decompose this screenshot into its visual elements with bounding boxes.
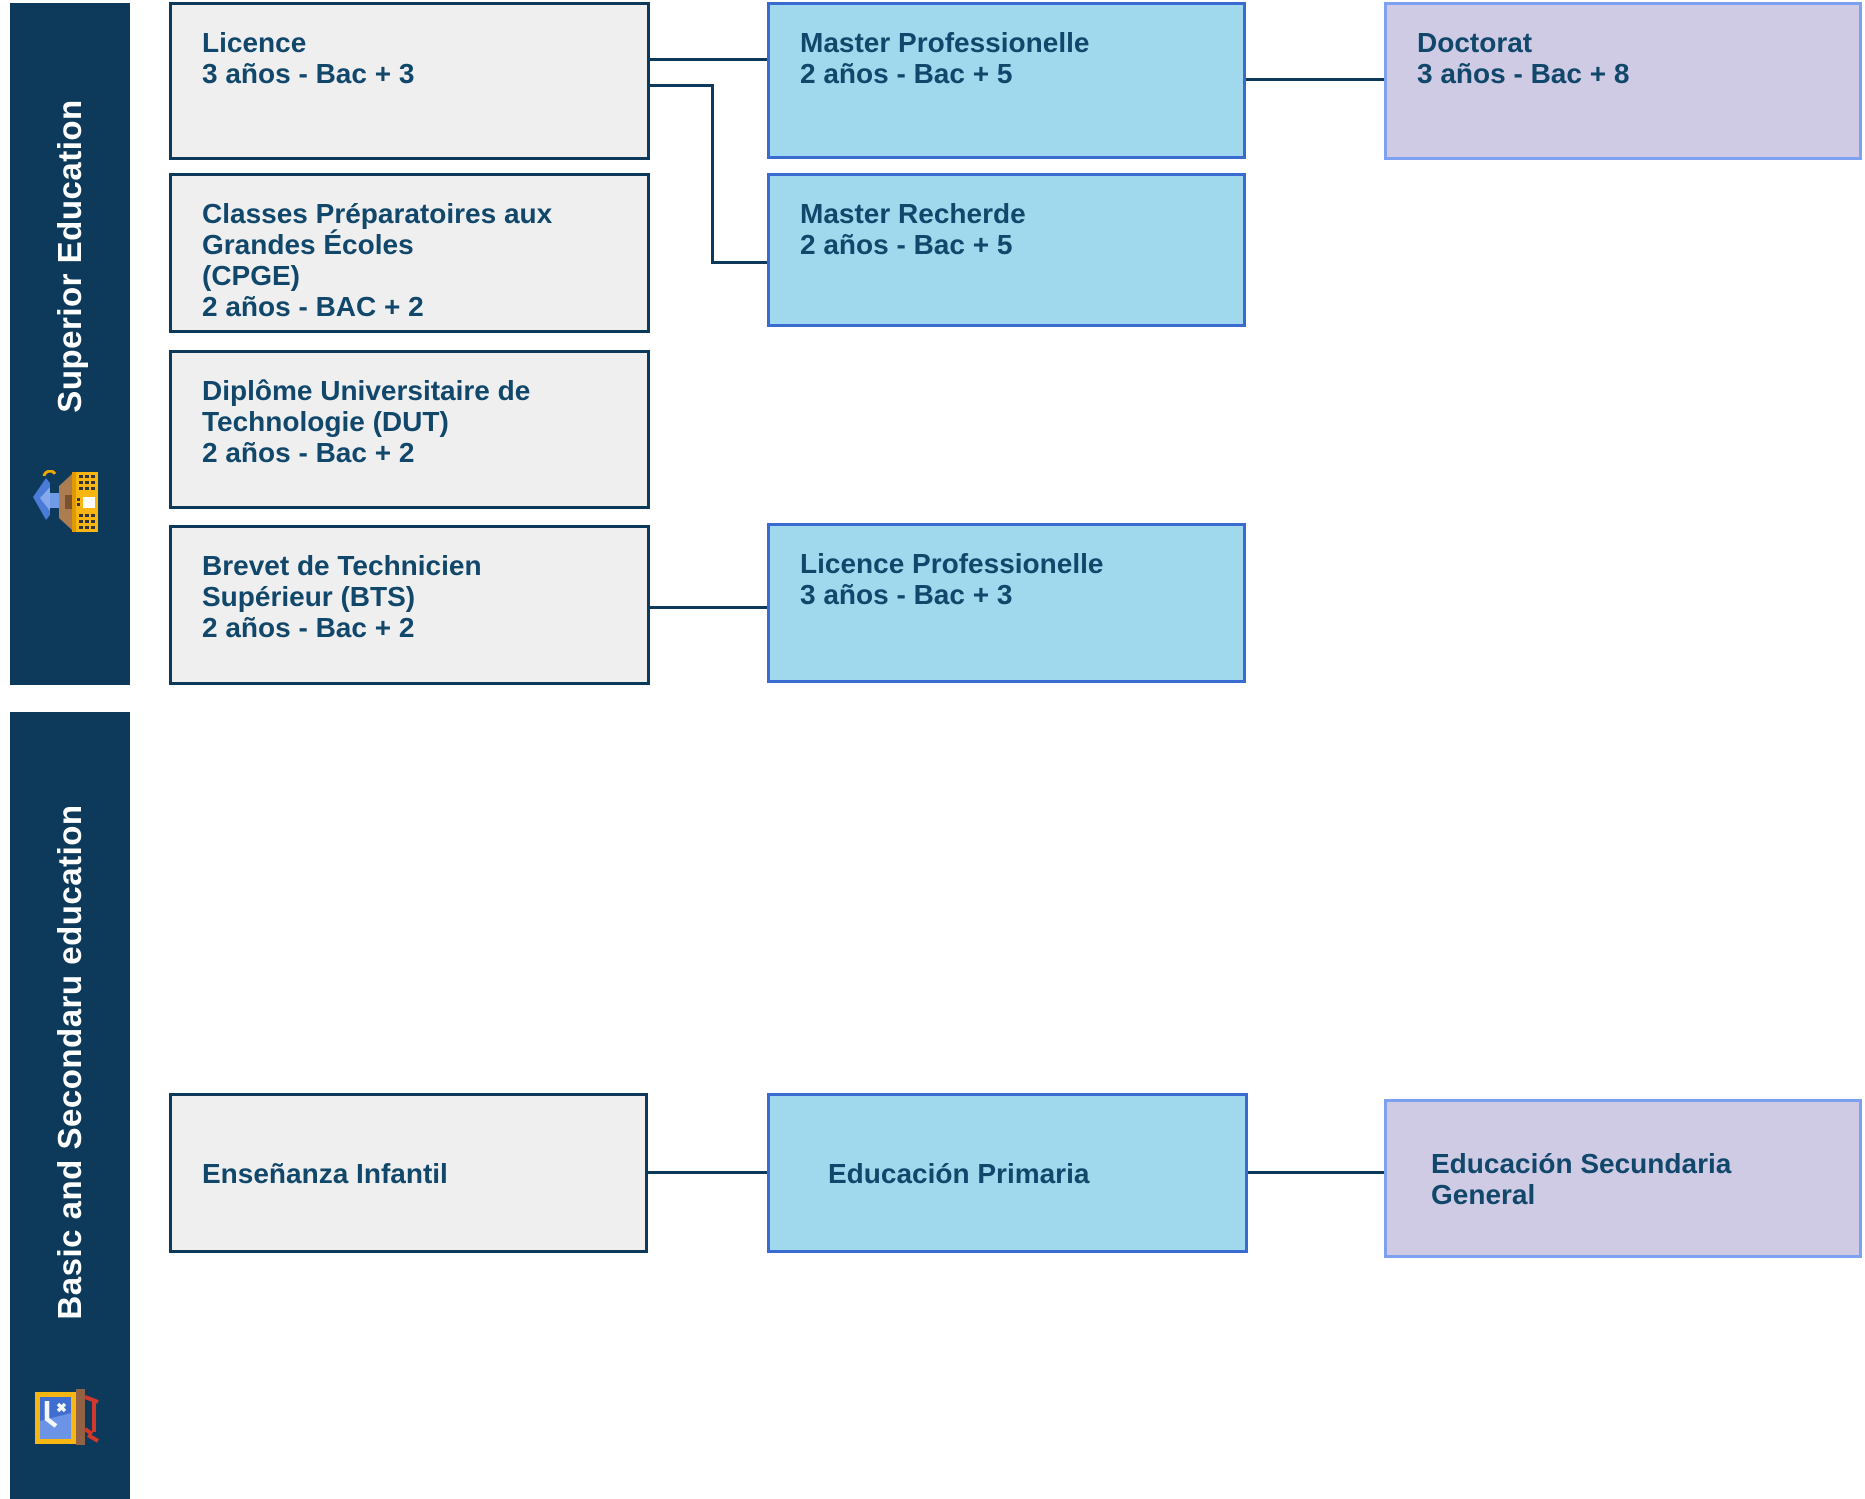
box-line: Doctorat xyxy=(1417,27,1533,58)
connector-licence-master-recherde-segment xyxy=(711,84,714,264)
box-line: Supérieur (BTS) xyxy=(202,581,416,612)
box-line: 3 años - Bac + 8 xyxy=(1417,58,1630,89)
box-line: 2 años - BAC + 2 xyxy=(202,291,424,322)
box-line: Technologie (DUT) xyxy=(202,406,449,437)
school-building-icon xyxy=(31,469,101,534)
box-line: Classes Préparatoires aux xyxy=(202,198,553,229)
box-doctorat: Doctorat 3 años - Bac + 8 xyxy=(1384,2,1862,160)
box-line: General xyxy=(1431,1178,1536,1210)
band-basic-secondary-education: Basic and Secondaru education xyxy=(10,712,130,1499)
box-cpge: Classes Préparatoires aux Grandes Écoles… xyxy=(169,173,650,333)
box-line: (CPGE) xyxy=(202,260,300,291)
box-ensenanza-infantil: Enseñanza Infantil xyxy=(169,1093,648,1253)
box-line: Licence Professionelle xyxy=(800,548,1104,579)
box-line: 2 años - Bac + 5 xyxy=(800,58,1013,89)
box-licence-professionelle: Licence Professionelle 3 años - Bac + 3 xyxy=(767,523,1246,683)
box-line: 2 años - Bac + 2 xyxy=(202,437,415,468)
box-line: 3 años - Bac + 3 xyxy=(800,579,1013,610)
box-bts: Brevet de Technicien Supérieur (BTS) 2 a… xyxy=(169,525,650,685)
box-line: Licence xyxy=(202,27,307,58)
box-line: 2 años - Bac + 2 xyxy=(202,612,415,643)
box-licence: Licence 3 años - Bac + 3 xyxy=(169,2,650,160)
connector-licence-master-recherde-segment xyxy=(650,84,714,87)
box-line: Enseñanza Infantil xyxy=(202,1157,448,1189)
box-line: Brevet de Technicien xyxy=(202,550,482,581)
band-superior-label: Superior Education xyxy=(51,99,88,413)
connector-bts-licence-professionelle xyxy=(650,606,767,609)
box-dut: Diplôme Universitaire de Technologie (DU… xyxy=(169,350,650,509)
connector-licence-master-recherde-segment xyxy=(711,261,767,264)
box-educacion-secundaria-general: Educación Secundaria General xyxy=(1384,1099,1862,1258)
connector-licence-master-professionelle xyxy=(650,58,767,61)
box-master-recherde: Master Recherde 2 años - Bac + 5 xyxy=(767,173,1246,327)
box-educacion-primaria: Educación Primaria xyxy=(767,1093,1248,1253)
box-master-professionelle: Master Professionelle 2 años - Bac + 5 xyxy=(767,2,1246,159)
box-line: Master Recherde xyxy=(800,198,1026,229)
connector-master-professionelle-doctorat xyxy=(1246,78,1384,81)
box-line: Educación Secundaria xyxy=(1431,1147,1732,1179)
connector-infantil-primaria xyxy=(648,1171,767,1174)
band-superior-education: Superior Education xyxy=(10,3,130,685)
band-basic-label: Basic and Secondaru education xyxy=(51,804,88,1320)
box-line: Master Professionelle xyxy=(800,27,1090,58)
box-line: Grandes Écoles xyxy=(202,229,414,260)
box-line: Educación Primaria xyxy=(828,1157,1090,1189)
connector-primaria-secundaria xyxy=(1248,1171,1384,1174)
box-line: Diplôme Universitaire de xyxy=(202,375,531,406)
box-line: 2 años - Bac + 5 xyxy=(800,229,1013,260)
box-line: 3 años - Bac + 3 xyxy=(202,58,415,89)
classroom-board-icon xyxy=(31,1385,101,1449)
